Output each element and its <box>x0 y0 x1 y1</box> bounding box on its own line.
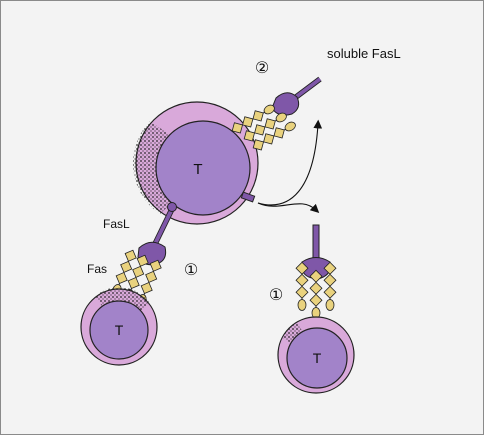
cleavage-arrows <box>257 119 323 214</box>
fas-label: Fas <box>87 262 107 276</box>
small-t-cell-left-label: T <box>115 322 124 338</box>
small-t-cell-right: T <box>277 316 355 394</box>
fasl-tether-left <box>137 202 177 266</box>
fasl-label: FasL <box>103 217 130 231</box>
large-t-cell-label: T <box>193 161 202 178</box>
step-one-marker-left: ① <box>184 260 198 279</box>
soluble-fasl-label: soluble FasL <box>327 46 401 61</box>
fasl-fas-complex-top <box>228 76 322 154</box>
fasl-stub-large-cell <box>240 191 256 203</box>
small-t-cell-left: T <box>80 287 158 366</box>
small-t-cell-right-label: T <box>313 350 322 366</box>
step-one-marker-right: ① <box>269 285 283 304</box>
fasl-fas-complex-bottom <box>295 224 337 319</box>
large-t-cell: T <box>132 101 259 225</box>
step-two-marker: ② <box>255 58 269 77</box>
